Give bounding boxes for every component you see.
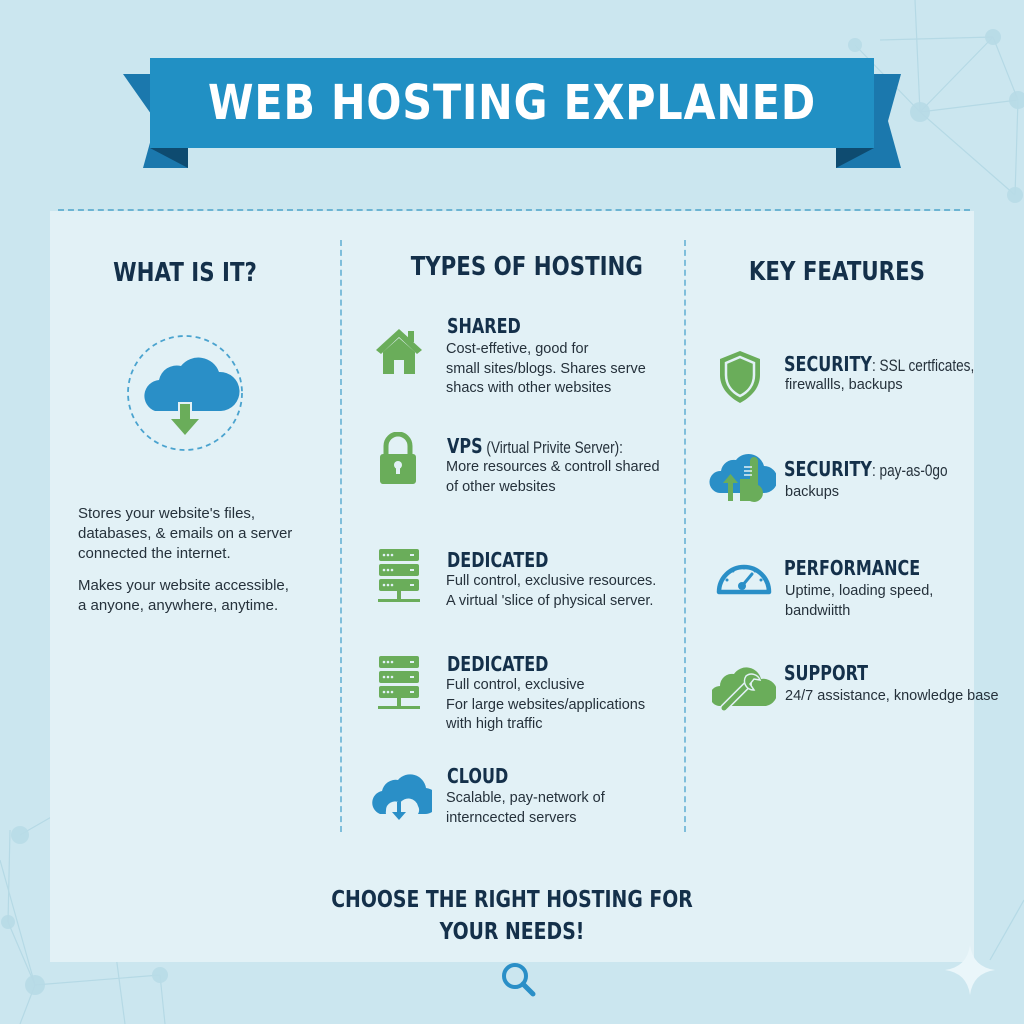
- item-title: SHARED: [447, 314, 521, 338]
- description-line: Stores your website's files,: [78, 505, 256, 522]
- item-title: DEDICATED: [447, 548, 549, 572]
- cloud-download-icon: [127, 335, 243, 451]
- what-is-it-description: Stores your website's files, databases, …: [78, 504, 292, 616]
- item-description-line: For large websites/applications: [446, 696, 646, 713]
- item-description-line: shacs with other websites: [446, 380, 612, 396]
- shield-icon: [720, 351, 760, 403]
- item-description-line: A virtual 'slice of physical server.: [446, 592, 654, 609]
- item-description-line: Uptime, loading speed,: [785, 583, 934, 599]
- key-features-heading: KEY FEATURES: [748, 257, 926, 287]
- item-description-line: backups: [785, 484, 840, 500]
- wrench-cloud-icon: [712, 667, 776, 712]
- ribbon-shape: [123, 58, 901, 168]
- description-line: connected the internet.: [78, 545, 231, 562]
- title-banner: WEB HOSTING EXPLANED: [0, 0, 1024, 190]
- item-title: SECURITY: SSL certficates,: [784, 352, 974, 376]
- content-panel: [50, 211, 974, 962]
- item-title: PERFORMANCE: [784, 556, 921, 580]
- item-description: 24/7 assistance, knowledge base: [785, 687, 999, 707]
- item-title: CLOUD: [447, 764, 509, 788]
- types-of-hosting-heading: TYPES OF HOSTING: [410, 252, 643, 282]
- item-description-line: More resources & controll shared: [446, 459, 660, 475]
- item-description-line: with high traffic: [446, 716, 543, 732]
- magnifier-icon[interactable]: [494, 958, 544, 1008]
- house-icon: [376, 329, 422, 374]
- item-description-line: of other websites: [446, 478, 556, 495]
- column-divider-left: [340, 240, 342, 832]
- item-title: SUPPORT: [784, 661, 869, 685]
- cta-line: CHOOSE THE RIGHT HOSTING FOR: [331, 887, 693, 913]
- item-title-text: VPS: [447, 434, 483, 458]
- padlock-icon: [380, 432, 416, 484]
- item-title-suffix: : pay-as-0go: [871, 461, 948, 480]
- panel-top-divider: [58, 209, 970, 211]
- speedometer-icon: [716, 564, 772, 595]
- item-description-line: small sites/blogs. Shares serve: [446, 360, 646, 377]
- item-description-line: firewallls, backups: [785, 377, 903, 393]
- item-title-text: SECURITY: [784, 352, 872, 376]
- item-description: Full control, exclusive For large websit…: [446, 676, 645, 735]
- call-to-action: CHOOSE THE RIGHT HOSTING FOR YOUR NEEDS!: [307, 884, 717, 948]
- item-description-line: Scalable, pay-network of: [446, 790, 605, 806]
- cta-line: YOUR NEEDS!: [439, 919, 585, 945]
- item-description-line: Cost-effetive, good for: [446, 341, 589, 357]
- item-title: DEDICATED: [447, 652, 549, 676]
- server-rack-icon: [378, 656, 420, 709]
- item-description-line: 24/7 assistance, knowledge base: [785, 688, 999, 704]
- item-description: backups: [785, 483, 839, 503]
- item-description: Cost-effetive, good for small sites/blog…: [446, 340, 646, 399]
- description-line: a anyone, anywhere, anytime.: [78, 597, 279, 614]
- description-line: Makes your website accessible,: [78, 577, 289, 594]
- page-title: WEB HOSTING EXPLANED: [207, 75, 816, 131]
- item-title-suffix: (Virtual Privite Server):: [482, 438, 623, 457]
- cloud-download-icon: [372, 774, 432, 820]
- item-description: Full control, exclusive resources. A vir…: [446, 572, 656, 611]
- item-description: firewallls, backups: [785, 376, 903, 396]
- item-description-line: bandwiitth: [785, 602, 851, 619]
- item-description-line: interncected servers: [446, 809, 577, 826]
- sparkle-icon: [945, 945, 995, 995]
- server-rack-icon: [378, 549, 420, 602]
- description-line: databases, & emails on a server: [78, 525, 293, 542]
- item-title-text: SECURITY: [784, 457, 872, 481]
- item-description: More resources & controll shared of othe…: [446, 458, 660, 497]
- column-divider-right: [684, 240, 686, 832]
- item-description-line: Full control, exclusive: [446, 677, 585, 693]
- item-title: SECURITY: pay-as-0go: [784, 457, 948, 481]
- cloud-scale-icon: [709, 454, 776, 502]
- item-description-line: Full control, exclusive resources.: [446, 573, 657, 589]
- item-title-suffix: : SSL certficates,: [871, 356, 975, 375]
- what-is-it-heading: WHAT IS IT?: [113, 258, 257, 288]
- item-description: Scalable, pay-network of interncected se…: [446, 789, 605, 828]
- item-title: VPS (Virtual Privite Server):: [447, 434, 623, 458]
- item-description: Uptime, loading speed, bandwiitth: [785, 582, 933, 621]
